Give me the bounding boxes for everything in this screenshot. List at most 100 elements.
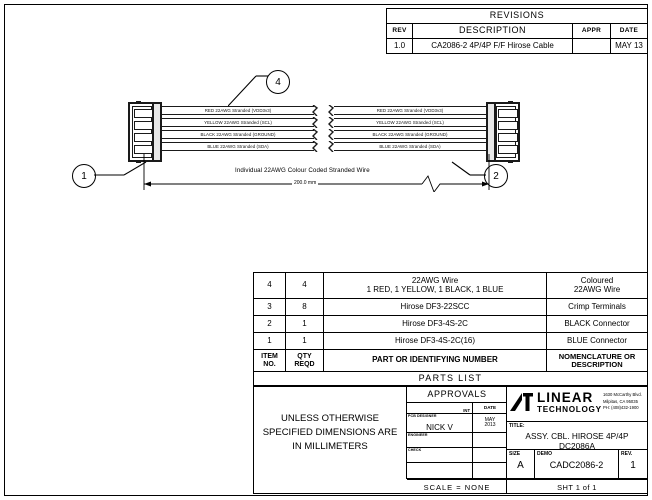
approvals-header-date: DATE: [483, 404, 497, 410]
cable-assembly-diagram: RED 22AWG Stranded (VDD3v3) YELLOW 22AWG…: [72, 62, 550, 207]
approvals-check-date: [473, 448, 507, 462]
approvals-pcb-designer-label: PCB DESIGNER: [408, 414, 437, 418]
revisions-header-description: DESCRIPTION: [413, 24, 573, 39]
wire-label-yellow-right: YELLOW 22AWG Stranded (SCL): [376, 120, 444, 125]
parts-header-item-line1: ITEM: [261, 353, 278, 361]
drawing-title-value: ASSY. CBL. HIROSE 4P/4P DC2086A: [525, 431, 629, 451]
sheet-number: SHT 1 of 1: [557, 482, 597, 492]
wire-break-icon: [328, 141, 335, 152]
revision-cell: REV. 1: [619, 450, 647, 479]
wire-break-icon: [328, 105, 335, 116]
demo-cell: DEMO CADC2086-2: [535, 450, 619, 479]
wire-label-red-left: RED 22AWG Stranded (VDD3v3): [204, 108, 272, 113]
parts-row-4-item: 4: [254, 273, 286, 299]
balloon-1-label: 1: [81, 170, 87, 182]
parts-header-qty-line1: QTY: [297, 353, 312, 361]
approvals-engineer-label: ENGINEER: [408, 433, 428, 437]
parts-row-2-part: Hirose DF3-4S-2C: [324, 316, 547, 333]
table-row: 3 8 Hirose DF3-22SCC Crimp Terminals: [254, 299, 647, 316]
sheet-row-blank: [407, 480, 507, 494]
dimension-note-line3: IN MILLIMETERS: [292, 440, 368, 452]
balloon-4-label: 4: [275, 76, 281, 88]
revisions-table: REVISIONS REV DESCRIPTION APPR DATE 1.0 …: [386, 8, 648, 54]
revisions-row-date: MAY 13: [615, 40, 643, 50]
wire-break-icon: [312, 129, 319, 140]
wire-label-blue-left: BLUE 22AWG Stranded (SDA): [207, 144, 269, 149]
parts-header-qty: QTY REQD: [286, 350, 324, 372]
parts-row-1-nomenclature: BLUE Connector: [547, 333, 647, 350]
parts-row-3-item: 3: [254, 299, 286, 316]
dimension-value: 200.0 mm: [292, 180, 319, 186]
drawing-border: [4, 4, 648, 496]
approvals-engineer-cell: ENGINEER: [407, 433, 473, 447]
company-name-line1: LINEAR: [537, 390, 594, 405]
dimension-note-line1: UNLESS OTHERWISE: [280, 413, 379, 425]
revisions-header-date: DATE: [611, 24, 647, 39]
parts-row-3-qty: 8: [286, 299, 324, 316]
parts-list-header-row: ITEM NO. QTY REQD PART OR IDENTIFYING NU…: [254, 350, 647, 372]
revision-value: 1: [630, 460, 636, 471]
parts-header-nomenclature: NOMENCLATURE OR DESCRIPTION: [547, 350, 647, 372]
wire-yellow-left: YELLOW 22AWG Stranded (SCL): [162, 118, 314, 127]
company-address: 1630 McCarthy Blvd. Milpitas, CA 95035 P…: [603, 392, 642, 412]
approvals-pcb-designer-cell: PCB DESIGNER NICK V: [407, 414, 473, 432]
wire-red-right: RED 22AWG Stranded (VDD3v3): [334, 106, 486, 115]
size-cell: SIZE A: [507, 450, 535, 479]
sheet-row: SHT 1 of 1: [407, 479, 647, 494]
wire-note-text: Individual 22AWG Colour Coded Stranded W…: [235, 167, 370, 174]
approvals-check-label: CHECK: [408, 448, 422, 452]
balloon-callout-4: 4: [266, 70, 290, 94]
wire-blue-right: BLUE 22AWG Stranded (SDA): [334, 142, 486, 151]
table-row: 4 4 22AWG Wire 1 RED, 1 YELLOW, 1 BLACK,…: [254, 273, 647, 299]
parts-header-item: ITEM NO.: [254, 350, 286, 372]
wire-break-icon: [312, 117, 319, 128]
leader-line-1: [94, 161, 147, 176]
company-name: LINEAR TECHNOLOGY: [537, 391, 602, 414]
approvals-block: APPROVALS INT DATE PCB DESIGNER NICK V M…: [407, 387, 507, 479]
approvals-column-headers: INT DATE: [407, 403, 507, 414]
wire-blue-left: BLUE 22AWG Stranded (SDA): [162, 142, 314, 151]
linear-technology-logo-icon: [510, 393, 533, 411]
parts-header-item-line2: NO.: [263, 360, 276, 368]
parts-header-qty-line2: REQD: [294, 360, 315, 368]
leader-line-2: [451, 161, 486, 176]
leader-line-4: [228, 75, 268, 107]
company-name-line2: TECHNOLOGY: [537, 404, 602, 414]
approvals-row-blank: [407, 463, 507, 479]
wire-label-blue-right: BLUE 22AWG Stranded (SDA): [379, 144, 441, 149]
table-row: 2 1 Hirose DF3-4S-2C BLACK Connector: [254, 316, 647, 333]
parts-row-4-part: 22AWG Wire 1 RED, 1 YELLOW, 1 BLACK, 1 B…: [324, 273, 547, 299]
approvals-row-check: CHECK: [407, 448, 507, 463]
parts-row-4-part-line1: 22AWG Wire: [411, 276, 459, 286]
balloon-callout-2: 2: [484, 164, 508, 188]
company-address-line2: Milpitas, CA 95035: [603, 398, 638, 404]
wire-break-icon: [328, 129, 335, 140]
parts-row-3-nomenclature: Crimp Terminals: [547, 299, 647, 316]
wire-break-icon: [312, 141, 319, 152]
balloon-2-label: 2: [493, 170, 499, 182]
approvals-row-pcb-designer: PCB DESIGNER NICK V MAY 2013: [407, 414, 507, 433]
wire-label-black-left: BLACK 22AWG Stranded (GROUND): [200, 132, 276, 137]
wire-yellow-right: YELLOW 22AWG Stranded (SCL): [334, 118, 486, 127]
wire-group-right: RED 22AWG Stranded (VDD3v3) YELLOW 22AWG…: [328, 102, 488, 162]
revision-label: REV.: [621, 451, 633, 457]
parts-header-nom-line1: NOMENCLATURE OR: [558, 351, 636, 361]
scale-value: SCALE = NONE: [423, 482, 491, 492]
demo-label: DEMO: [537, 451, 552, 457]
wire-label-red-right: RED 22AWG Stranded (VDD3v3): [376, 108, 444, 113]
parts-row-4-nom-line1: Coloured: [580, 276, 614, 286]
revisions-row-rev: 1.0: [387, 39, 413, 53]
parts-list-label: PARTS LIST: [418, 372, 483, 383]
wire-break-icon: [328, 117, 335, 128]
parts-row-2-qty: 1: [286, 316, 324, 333]
parts-list-table: 4 4 22AWG Wire 1 RED, 1 YELLOW, 1 BLACK,…: [253, 272, 648, 386]
revisions-row-description: CA2086-2 4P/4P F/F Hirose Cable: [413, 39, 573, 53]
title-block: UNLESS OTHERWISE SPECIFIED DIMENSIONS AR…: [253, 386, 648, 494]
size-label: SIZE: [509, 451, 521, 457]
wire-break-icon: [312, 105, 319, 116]
size-value: A: [517, 460, 524, 471]
approvals-blank-cell: [407, 463, 473, 478]
dimension-note-line2: SPECIFIED DIMENSIONS ARE: [262, 427, 398, 439]
approvals-row-engineer: ENGINEER: [407, 433, 507, 448]
